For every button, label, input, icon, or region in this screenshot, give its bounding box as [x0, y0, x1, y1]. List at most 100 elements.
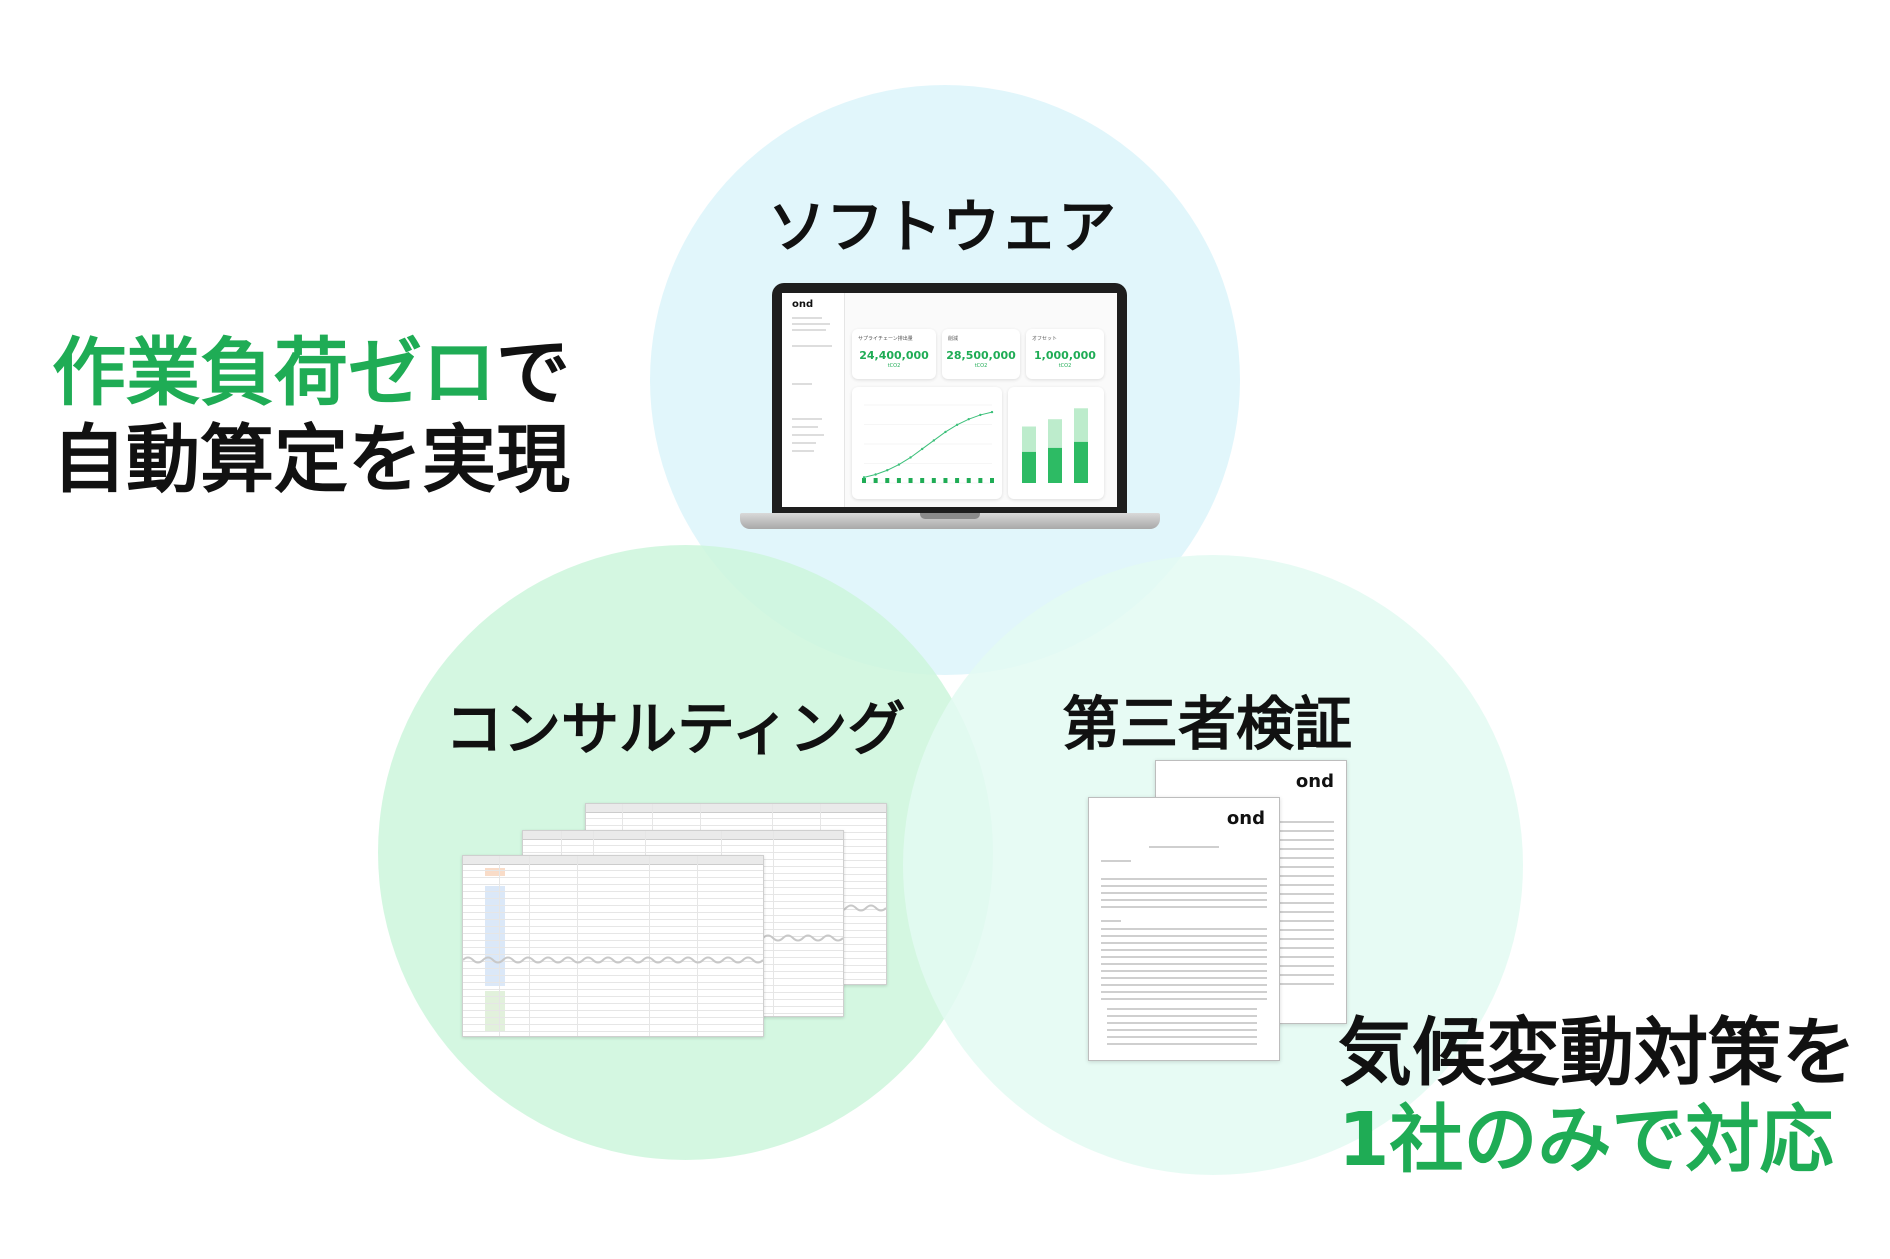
mini-bar-chart	[1022, 408, 1088, 483]
headline-left-black: で	[496, 330, 570, 416]
report-text-line	[1256, 839, 1334, 841]
report-text-line	[1256, 830, 1334, 832]
spreadsheet-row-line	[523, 852, 843, 853]
trend-point	[862, 476, 866, 479]
spreadsheet-row-line	[463, 989, 763, 990]
trend-point	[920, 447, 924, 451]
metric-card: 削減 28,500,000 tCO2	[942, 329, 1020, 379]
report-text-line	[1101, 860, 1131, 862]
report-text-line	[1256, 947, 1334, 949]
spreadsheet-row-line	[463, 926, 763, 927]
report-text-line	[1101, 970, 1267, 972]
mini-line-chart	[862, 404, 994, 484]
headline-right-line2: 1社のみで対応	[1338, 1097, 1834, 1184]
laptop-base	[740, 513, 1160, 529]
report-text-line	[1107, 1043, 1257, 1045]
spreadsheet-row-line	[463, 961, 763, 962]
report-text-line	[1101, 899, 1267, 901]
report-text-line	[1101, 878, 1267, 880]
report-text-line	[1256, 965, 1334, 967]
mini-bar	[990, 478, 994, 483]
metric-card-value: 28,500,000	[946, 349, 1016, 362]
mini-bar	[873, 478, 878, 483]
spreadsheet-col-line	[529, 856, 530, 1036]
report-text-line	[1101, 949, 1267, 951]
report-text-line	[1101, 977, 1267, 979]
metric-card-unit: tCO2	[1058, 363, 1072, 369]
report-text-line	[1101, 885, 1267, 887]
spreadsheet-shade-green	[485, 991, 505, 1031]
spreadsheet-row-line	[463, 870, 763, 871]
spreadsheet-row-line	[463, 947, 763, 948]
headline-right-line1: 気候変動対策を	[1338, 1010, 1856, 1096]
app-sidebar: ond	[782, 293, 845, 507]
spreadsheet-row-line	[463, 975, 763, 976]
report-logo-back: ond	[1295, 771, 1334, 792]
metric-card: オフセット 1,000,000 tCO2	[1026, 329, 1104, 379]
report-text-line	[1256, 857, 1334, 859]
spreadsheet-row-line	[463, 1031, 763, 1032]
spreadsheet-header	[523, 831, 843, 840]
spreadsheet-row-line	[586, 818, 886, 819]
headline-left-green: 作業負荷ゼロ	[52, 330, 496, 416]
line-chart-card	[852, 387, 1002, 499]
spreadsheet-row-line	[463, 1017, 763, 1018]
spreadsheet-row-line	[463, 982, 763, 983]
metric-card-title: 削減	[948, 336, 959, 342]
report-text-line	[1149, 846, 1219, 848]
report-text-line	[1101, 984, 1267, 986]
verification-label: 第三者検証	[1062, 690, 1353, 758]
spreadsheet-row-line	[463, 933, 763, 934]
report-text-line	[1256, 884, 1334, 886]
report-text-line	[1101, 956, 1267, 958]
spreadsheet-col-line	[649, 856, 650, 1036]
metric-card-title: オフセット	[1032, 336, 1058, 342]
stack-bar-dark	[1022, 451, 1036, 483]
spreadsheet-row-line	[463, 996, 763, 997]
report-text-line	[1256, 956, 1334, 958]
report-text-line	[1101, 935, 1267, 937]
metric-card-unit: tCO2	[887, 363, 901, 369]
mini-bar	[908, 478, 913, 483]
report-text-line	[1107, 1029, 1257, 1031]
software-label: ソフトウェア	[768, 193, 1117, 261]
report-text-line	[1101, 963, 1267, 965]
metric-card-value: 24,400,000	[859, 349, 929, 362]
sidebar-line	[792, 383, 812, 385]
metric-card-unit: tCO2	[974, 363, 988, 369]
report-text-line	[1256, 938, 1334, 940]
laptop-lid: ond サプライチェーン排出量 24,400,000 tCO2 削減 28,50…	[772, 283, 1127, 515]
sidebar-line	[792, 442, 816, 444]
mini-bar	[966, 478, 971, 483]
trend-point	[944, 430, 947, 434]
spreadsheet-row-line	[463, 891, 763, 892]
trend-point	[909, 456, 912, 459]
metric-card-value: 1,000,000	[1034, 349, 1096, 362]
headline-left-line1: 作業負荷ゼロで	[52, 330, 570, 417]
mini-bar	[943, 478, 948, 483]
report-text-line	[1107, 1022, 1257, 1024]
spreadsheet-row-line	[463, 905, 763, 906]
report-logo-front: ond	[1226, 808, 1265, 829]
report-text-line	[1107, 1008, 1257, 1010]
report-text-line	[1256, 902, 1334, 904]
mini-bar	[862, 478, 866, 483]
report-text-line	[1101, 998, 1267, 1000]
spreadsheet-row-line	[463, 1003, 763, 1004]
trend-point	[932, 439, 936, 442]
sidebar-line	[792, 450, 814, 452]
spreadsheet-header	[586, 804, 886, 813]
spreadsheet-header	[463, 856, 763, 865]
trend-point	[886, 469, 889, 472]
spreadsheet-row-line	[463, 954, 763, 955]
trend-point	[967, 417, 970, 421]
spreadsheet-row-line	[463, 919, 763, 920]
report-paper-front: ond	[1088, 797, 1280, 1061]
sidebar-line	[792, 323, 830, 325]
spreadsheet-row-line	[463, 968, 763, 969]
spreadsheet-row-line	[463, 877, 763, 878]
laptop-screen: ond サプライチェーン排出量 24,400,000 tCO2 削減 28,50…	[782, 293, 1117, 507]
headline-right: 気候変動対策を 1社のみで対応	[1338, 1010, 1856, 1185]
report-text-line	[1101, 906, 1267, 908]
report-text-line	[1101, 991, 1267, 993]
